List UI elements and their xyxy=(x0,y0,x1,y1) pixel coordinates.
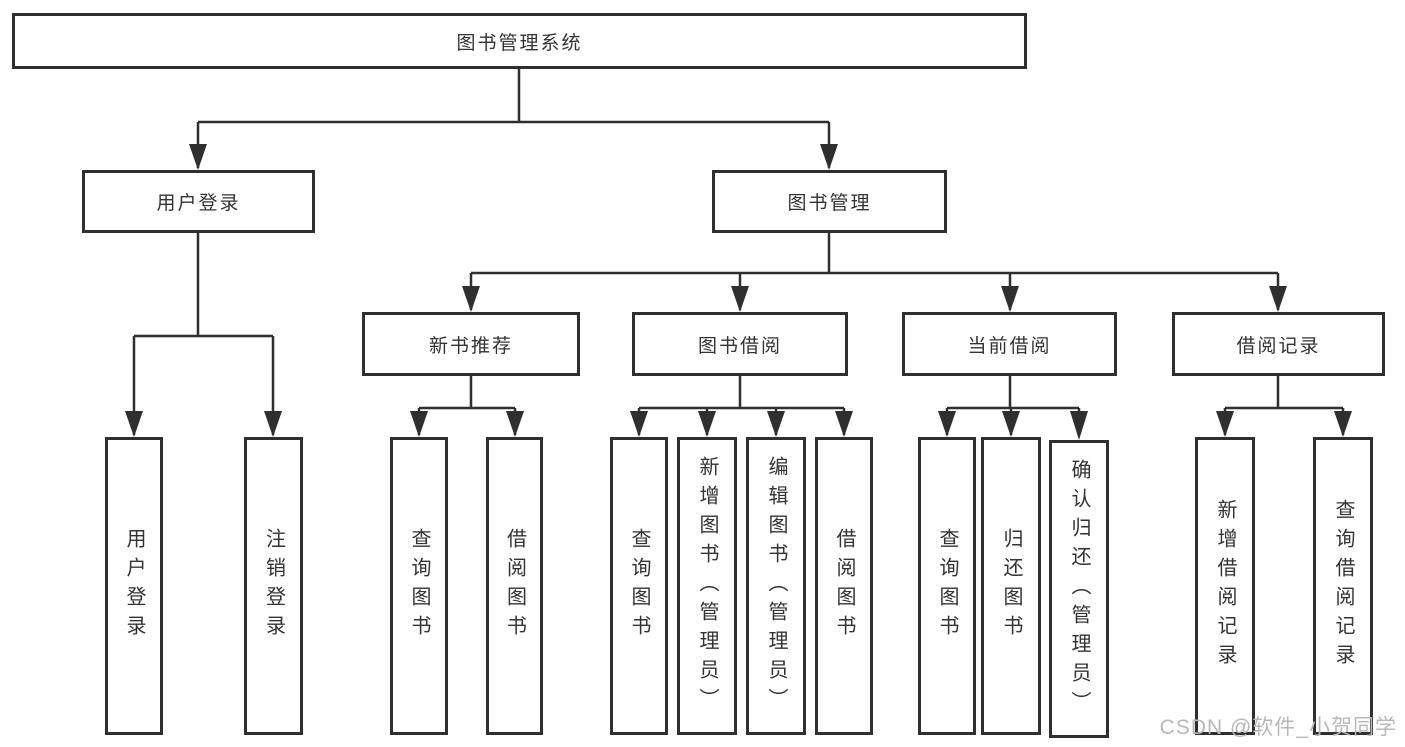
arrowhead-icon xyxy=(938,411,956,437)
node-new-book-recommend: 新书推荐 xyxy=(362,312,580,376)
leaf-current-confirm-return-admin: 确认归还（管理员） xyxy=(1049,440,1109,738)
node-book-management: 图书管理 xyxy=(712,170,947,233)
arrowhead-icon xyxy=(462,286,480,312)
node-label: 查询图书 xyxy=(408,528,430,644)
node-label: 查询图书 xyxy=(628,528,650,644)
arrowhead-icon xyxy=(835,411,853,437)
arrowhead-icon xyxy=(731,286,749,312)
node-label: 借阅图书 xyxy=(833,528,855,644)
arrowhead-icon xyxy=(630,411,648,437)
node-label: 新增图书（管理员） xyxy=(696,455,718,717)
arrowhead-icon xyxy=(1070,411,1088,440)
connector-recommend-to-leaves xyxy=(417,376,517,435)
arrowhead-icon xyxy=(410,411,428,437)
arrowhead-icon xyxy=(1216,411,1234,437)
leaf-recommend-borrow-books: 借阅图书 xyxy=(486,437,543,735)
node-borrow-records: 借阅记录 xyxy=(1172,312,1385,376)
node-label: 当前借阅 xyxy=(967,335,1052,357)
arrowhead-icon xyxy=(189,144,207,170)
connector-records-to-leaves xyxy=(1223,376,1345,435)
node-label: 归还图书 xyxy=(1000,528,1022,644)
connector-login-to-leaves xyxy=(132,233,275,435)
node-label: 查询借阅记录 xyxy=(1332,499,1354,673)
node-label: 图书管理系统 xyxy=(456,32,583,54)
arrowhead-icon xyxy=(1001,286,1019,312)
node-label: 新增借阅记录 xyxy=(1214,499,1236,673)
leaf-user-login: 用户登录 xyxy=(105,437,163,735)
arrowhead-icon xyxy=(698,411,716,437)
node-label: 新书推荐 xyxy=(428,335,513,357)
leaf-current-return-books: 归还图书 xyxy=(981,437,1041,735)
leaf-records-add-record: 新增借阅记录 xyxy=(1195,437,1255,735)
leaf-logout: 注销登录 xyxy=(244,437,303,735)
leaf-recommend-query-books: 查询图书 xyxy=(390,437,448,735)
connector-mgmt-to-level3 xyxy=(469,233,1280,310)
connector-borrow-to-leaves xyxy=(637,376,846,435)
arrowhead-icon xyxy=(125,411,143,437)
arrowhead-icon xyxy=(506,411,524,437)
arrowhead-icon xyxy=(1269,286,1287,312)
arrowhead-icon xyxy=(264,411,282,437)
leaf-current-query-books: 查询图书 xyxy=(918,437,976,735)
leaf-records-query-record: 查询借阅记录 xyxy=(1313,437,1373,735)
arrowhead-icon xyxy=(1334,411,1352,437)
connector-current-to-leaves xyxy=(945,376,1081,435)
node-label: 编辑图书（管理员） xyxy=(765,455,787,717)
node-label: 图书管理 xyxy=(787,193,872,214)
leaf-borrow-borrow-books: 借阅图书 xyxy=(815,437,873,735)
node-label: 借阅图书 xyxy=(503,528,526,644)
leaf-borrow-add-books-admin: 新增图书（管理员） xyxy=(677,437,737,735)
node-label: 注销登录 xyxy=(262,528,285,644)
leaf-borrow-query-books: 查询图书 xyxy=(610,437,668,735)
arrowhead-icon xyxy=(820,144,838,170)
node-label: 用户登录 xyxy=(123,528,145,644)
node-book-borrow: 图书借阅 xyxy=(632,312,848,376)
node-label: 用户登录 xyxy=(156,193,241,214)
node-label: 确认归还（管理员） xyxy=(1068,458,1090,720)
node-label: 查询图书 xyxy=(936,528,958,644)
node-label: 图书借阅 xyxy=(697,335,782,357)
node-user-login: 用户登录 xyxy=(82,170,315,233)
node-label: 借阅记录 xyxy=(1236,335,1321,357)
node-current-borrow: 当前借阅 xyxy=(902,312,1117,376)
leaf-borrow-edit-books-admin: 编辑图书（管理员） xyxy=(746,437,806,735)
arrowhead-icon xyxy=(1002,411,1020,437)
node-library-management-system: 图书管理系统 xyxy=(12,13,1027,69)
csdn-watermark: CSDN @软件_小贺同学 xyxy=(1159,716,1397,739)
connector-root-to-level2 xyxy=(196,69,831,168)
arrowhead-icon xyxy=(767,411,785,437)
